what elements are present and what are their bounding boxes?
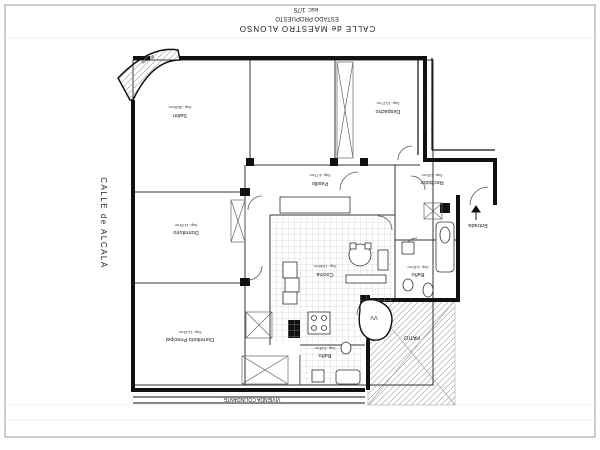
header-block: esc: 1/75 ESTADO PROPUESTO CALLE de MAES… [239,6,375,33]
vv-label: VV [370,314,378,320]
street-right-text: VIVIENDA COLINDANTE [421,75,427,132]
room-salon-name: Salón [173,112,187,118]
room-dormitorio-name: Dormitorio [173,229,198,235]
street-top-text: CALLE de MAESTRO ALONSO [239,24,375,33]
kitchen-fixtures [282,242,389,335]
street-left-text: CALLE de ALCALÁ [99,177,108,268]
room-dormitorio-area: Sup.: 11,09 m² [174,223,198,227]
room-recibidor-name: Recibidor [420,179,443,185]
room-balcon-name: Balcón [140,54,155,65]
room-bano1-name: Baño [412,271,425,277]
subtitle-text: ESTADO PROPUESTO [275,15,339,21]
room-pasillo-area: Sup.: 6,73 m² [309,173,331,177]
dining-table [348,243,372,267]
room-despacho-area: Sup.: 10,27 m² [376,101,400,105]
patio-label: PATIO [403,334,419,340]
right-neighbour-wall [417,58,495,155]
room-cocina-name: Cocina [316,271,334,277]
guide-lines [5,37,595,421]
room-labels: Balcón Salón Sup.: 38,55 m² Despacho Sup… [140,54,444,358]
room-dormitorio-principal-name: Dormitorio Principal [166,336,214,342]
patio-diagonal-2 [367,299,456,406]
entrada-label: Entrada [467,222,487,228]
bathroom-fixtures [311,221,455,385]
wardrobes [230,61,443,385]
room-bano2-area: Sup.: 5,28 m² [314,346,336,350]
drawing-frame [4,4,596,438]
room-bano1-area: Sup.: 4,30 m² [407,265,429,269]
room-bano2-name: Baño [319,352,332,358]
balcony [117,48,181,101]
room-salon-area: Sup.: 38,55 m² [168,105,192,109]
bottom-neighbour-wall [133,396,365,404]
room-despacho-name: Despacho [376,108,401,114]
room-recibidor-area: Sup.: 8,30 m² [421,173,443,177]
pasillo-bench [279,196,351,214]
exterior-walls [131,56,497,392]
room-dormitorio-principal-area: Sup.: 14,26 m² [178,330,202,334]
vv-shaft [358,299,393,341]
street-bottom-text: VIVIENDA COLINDANTE [223,396,280,402]
scale-text: esc: 1/75 [293,6,318,12]
room-cocina-area: Sup.: 13,86 m² [313,264,337,268]
entrance-arrow [471,205,481,220]
room-pasillo-name: Pasillo [312,180,328,186]
